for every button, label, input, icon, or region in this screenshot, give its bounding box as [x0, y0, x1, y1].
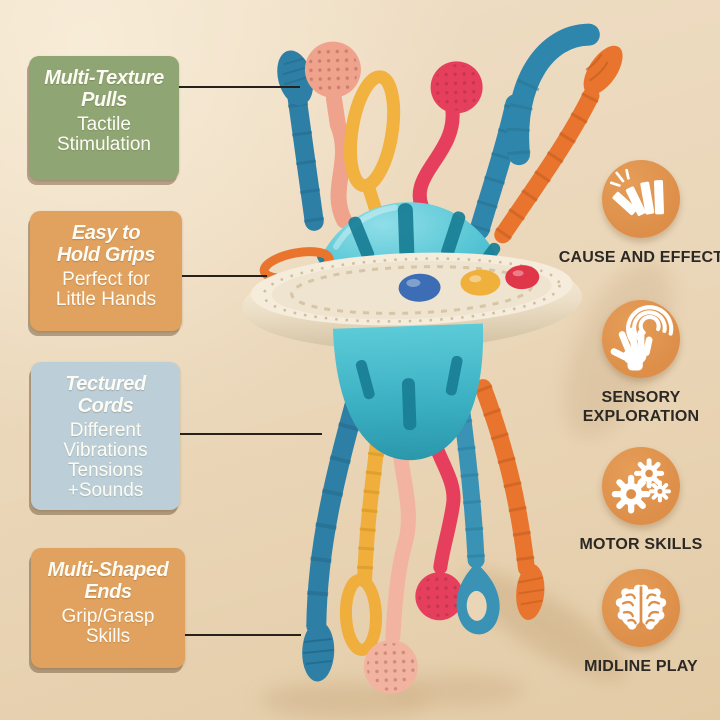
benefit-label: SENSORY EXPLORATION	[582, 389, 700, 425]
top-pull-cords	[277, 23, 623, 244]
benefit-label: MOTOR SKILLS	[579, 536, 703, 553]
callout-title: Multi-Shaped Ends	[47, 559, 169, 604]
benefit-motor-skills: MOTOR SKILLS	[556, 447, 720, 555]
callout-description: Different Vibrations Tensions +Sounds	[63, 419, 148, 502]
callout-title: Tectured Cords	[65, 373, 146, 418]
brain-icon	[602, 569, 680, 647]
benefit-cause-and-effect: CAUSE AND EFFECT	[556, 160, 720, 268]
callout-multi-texture-pulls: Multi-Texture Pulls Tactile Stimulation	[29, 56, 179, 180]
callout-title: Multi-Texture Pulls	[44, 67, 164, 112]
benefit-midline-play: MIDLINE PLAY	[556, 569, 720, 677]
toy-body	[242, 23, 623, 694]
callout-description: Tactile Stimulation	[57, 113, 151, 155]
callout-multi-shaped-ends: Multi-Shaped Ends Grip/Grasp Skills	[31, 548, 185, 668]
dominoes-icon	[602, 160, 680, 238]
connector-lines	[179, 86, 322, 636]
bowl-slots	[355, 355, 463, 431]
callout-tectured-cords: Tectured Cords Different Vibrations Tens…	[31, 362, 180, 510]
callout-easy-to-hold-grips: Easy to Hold Grips Perfect for Little Ha…	[30, 211, 182, 331]
benefit-label: MIDLINE PLAY	[584, 658, 698, 675]
hand-tap-icon	[602, 300, 680, 378]
benefit-label: CAUSE AND EFFECT	[558, 249, 720, 266]
saucer-beads	[398, 265, 540, 302]
callout-description: Perfect for Little Hands	[55, 268, 157, 310]
bottom-bowl	[332, 323, 484, 461]
benefit-sensory-exploration: SENSORY EXPLORATION	[556, 300, 720, 427]
callout-description: Grip/Grasp Skills	[61, 605, 155, 647]
callout-title: Easy to Hold Grips	[56, 222, 156, 267]
gears-icon	[602, 447, 680, 525]
